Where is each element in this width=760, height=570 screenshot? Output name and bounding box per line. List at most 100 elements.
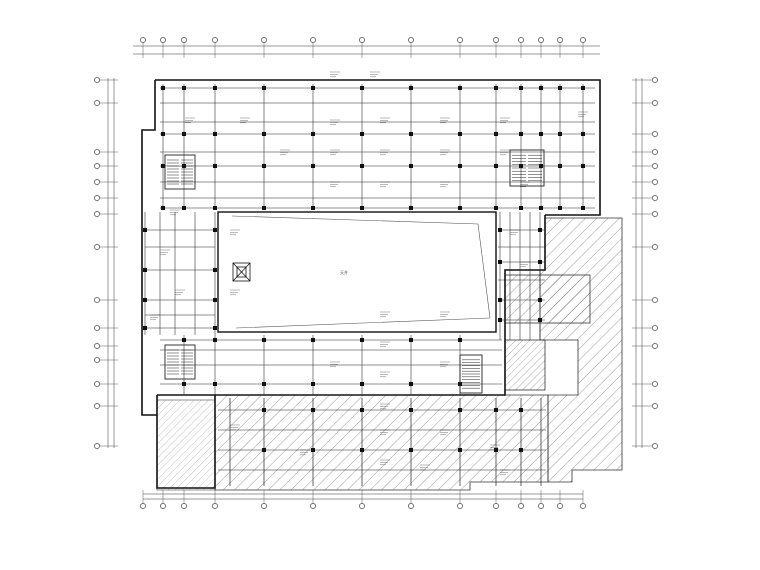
axis-bubble (518, 37, 524, 43)
axis-bubble (408, 503, 414, 509)
axis-bubble (94, 100, 100, 106)
structural-column (311, 338, 315, 342)
structural-column (360, 448, 364, 452)
structural-column (262, 382, 266, 386)
structural-column (311, 448, 315, 452)
axis-bubble (94, 357, 100, 363)
axis-bubble (94, 195, 100, 201)
axis-bubble (94, 163, 100, 169)
axis-bubble (457, 503, 463, 509)
structural-column (519, 408, 523, 412)
structural-column (213, 132, 217, 136)
axis-bubble (652, 131, 658, 137)
structural-column (494, 408, 498, 412)
structural-column (213, 86, 217, 90)
grid-axis-bubbles-top (140, 37, 586, 58)
axis-bubble (652, 77, 658, 83)
structural-column (143, 228, 147, 232)
structural-column (262, 206, 266, 210)
structural-column (458, 206, 462, 210)
structural-column (458, 86, 462, 90)
axis-bubble (94, 403, 100, 409)
structural-column (558, 164, 562, 168)
stairwells (164, 149, 545, 394)
structural-column (519, 164, 523, 168)
structural-column (182, 132, 186, 136)
structural-column (360, 338, 364, 342)
structural-column (409, 382, 413, 386)
structural-column (213, 206, 217, 210)
structural-column (494, 132, 498, 136)
structural-column (161, 206, 165, 210)
axis-bubble (212, 503, 218, 509)
structural-column (182, 86, 186, 90)
structural-column (213, 326, 217, 330)
structural-column (409, 408, 413, 412)
structural-column (360, 382, 364, 386)
structural-column (494, 206, 498, 210)
grid-axis-bubbles-right (632, 77, 658, 449)
axis-bubble (457, 37, 463, 43)
dimension-lines (107, 45, 643, 500)
axis-bubble (140, 503, 146, 509)
axis-bubble (94, 297, 100, 303)
axis-bubble (652, 443, 658, 449)
structural-column (558, 206, 562, 210)
elevator-shaft (232, 262, 251, 282)
axis-bubble (557, 503, 563, 509)
axis-bubble (94, 343, 100, 349)
structural-column (409, 338, 413, 342)
structural-column (213, 338, 217, 342)
structural-column (213, 298, 217, 302)
axis-bubble (94, 325, 100, 331)
structural-column (262, 338, 266, 342)
structural-column (458, 164, 462, 168)
structural-column (519, 206, 523, 210)
structural-column (539, 206, 543, 210)
structural-column (519, 448, 523, 452)
hatched-areas (156, 217, 623, 491)
structural-column (538, 228, 542, 232)
axis-bubble (181, 37, 187, 43)
axis-bubble (160, 503, 166, 509)
structural-column (458, 132, 462, 136)
structural-column (581, 132, 585, 136)
structural-column (498, 260, 502, 264)
axis-bubble (493, 503, 499, 509)
structural-column (311, 86, 315, 90)
structural-column (360, 164, 364, 168)
structural-column (143, 298, 147, 302)
axis-bubble (261, 37, 267, 43)
structural-column (262, 86, 266, 90)
axis-bubble (310, 37, 316, 43)
axis-bubble (652, 163, 658, 169)
structural-column (360, 86, 364, 90)
axis-bubble (160, 37, 166, 43)
structural-column (409, 448, 413, 452)
structural-column (494, 164, 498, 168)
axis-bubble (94, 244, 100, 250)
axis-bubble (580, 37, 586, 43)
structural-column (311, 408, 315, 412)
structural-column (311, 382, 315, 386)
axis-bubble (652, 100, 658, 106)
structural-column (538, 298, 542, 302)
axis-bubble (493, 37, 499, 43)
axis-bubble (359, 503, 365, 509)
column-grid (143, 86, 585, 452)
structural-column (409, 206, 413, 210)
axis-bubble (652, 244, 658, 250)
structural-column (409, 164, 413, 168)
axis-bubble (652, 195, 658, 201)
axis-bubble (538, 37, 544, 43)
axis-bubble (652, 325, 658, 331)
structural-column (262, 132, 266, 136)
structural-column (458, 408, 462, 412)
structural-column (143, 326, 147, 330)
structural-column (581, 206, 585, 210)
structural-column (538, 318, 542, 322)
axis-bubble (212, 37, 218, 43)
grid-axis-bubbles-bottom (140, 490, 586, 509)
axis-bubble (652, 297, 658, 303)
